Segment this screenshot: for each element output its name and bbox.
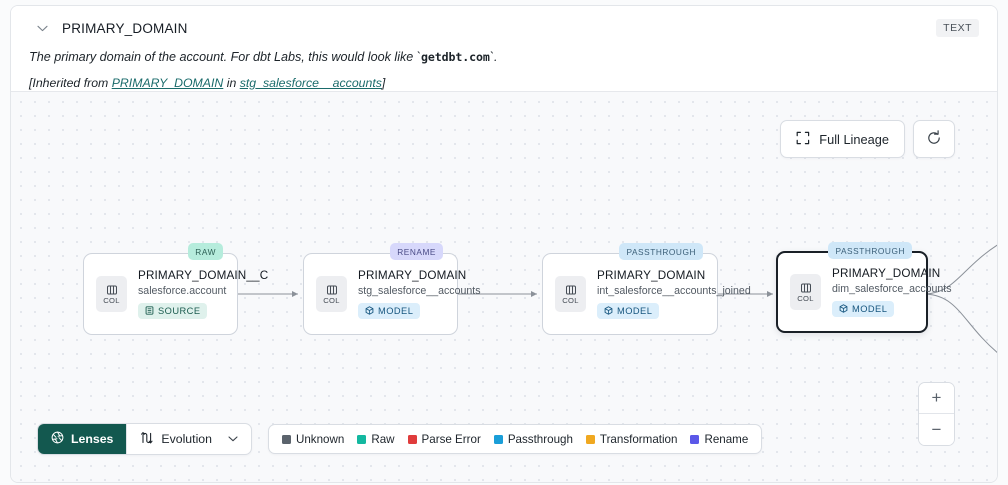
column-description: The primary domain of the account. For d… — [29, 50, 979, 66]
lineage-canvas[interactable]: Full Lineage RAW — [11, 92, 997, 482]
refresh-button[interactable] — [913, 120, 955, 158]
column-icon: COL — [96, 276, 127, 312]
aperture-icon — [51, 431, 64, 447]
segment-divider — [126, 424, 128, 454]
column-icon: COL — [555, 276, 586, 312]
column-icon: COL — [790, 274, 821, 310]
node-tag: PASSTHROUGH — [619, 243, 703, 260]
legend-swatch — [690, 434, 700, 444]
inherited-prefix: [Inherited from — [29, 75, 112, 90]
legend-swatch — [493, 434, 503, 444]
evolution-dropdown[interactable]: Evolution — [127, 424, 251, 454]
model-cube-icon — [839, 303, 848, 315]
node-type-badge: SOURCE — [138, 303, 208, 319]
chevron-down-icon — [228, 436, 238, 442]
lineage-node-selected[interactable]: PASSTHROUGH COL PRIMARY_DOMAIN dim_sales… — [776, 242, 952, 333]
legend-swatch — [585, 434, 595, 444]
legend-label: Passthrough — [507, 432, 573, 446]
legend-label: Parse Error — [421, 432, 481, 446]
node-type-badge-label: MODEL — [378, 306, 414, 316]
zoom-controls: + − — [918, 382, 955, 446]
column-icon-label: COL — [797, 293, 814, 303]
chevron-down-icon[interactable] — [34, 20, 50, 36]
column-icon-label: COL — [103, 295, 120, 305]
column-header: PRIMARY_DOMAIN TEXT The primary domain o… — [11, 6, 997, 92]
legend-label: Unknown — [295, 432, 345, 446]
node-type-badge-label: SOURCE — [158, 306, 201, 316]
column-icon: COL — [316, 276, 347, 312]
legend-label: Raw — [371, 432, 395, 446]
inherited-column-link[interactable]: PRIMARY_DOMAIN — [111, 75, 224, 90]
legend-item: Transformation — [585, 432, 678, 446]
inherited-suffix: ] — [381, 75, 386, 90]
node-type-badge: MODEL — [597, 303, 660, 319]
column-detail-card: PRIMARY_DOMAIN TEXT The primary domain o… — [10, 5, 998, 483]
lenses-evolution-group: Lenses Evolution — [37, 423, 252, 455]
legend-swatch — [357, 434, 367, 444]
column-icon-label: COL — [562, 295, 579, 305]
full-lineage-label: Full Lineage — [819, 131, 889, 147]
zoom-out-button[interactable]: − — [919, 414, 954, 445]
node-type-badge: MODEL — [832, 301, 895, 317]
expand-icon — [796, 131, 810, 148]
node-tag: PASSTHROUGH — [828, 242, 912, 259]
full-lineage-button[interactable]: Full Lineage — [780, 120, 905, 158]
lineage-legend: Unknown Raw Parse Error Passthrough — [267, 424, 763, 454]
canvas-bottom-bar: Lenses Evolution — [37, 423, 763, 455]
legend-item: Parse Error — [407, 432, 481, 446]
legend-label: Transformation — [599, 432, 678, 446]
source-table-icon — [145, 305, 154, 317]
zoom-in-button[interactable]: + — [919, 383, 954, 414]
inherited-middle: in — [223, 75, 240, 90]
description-code: getdbt.com — [421, 50, 490, 64]
column-icon-label: COL — [323, 295, 340, 305]
node-title: PRIMARY_DOMAIN — [358, 269, 467, 282]
lenses-label: Lenses — [71, 432, 114, 446]
legend-swatch — [281, 434, 291, 444]
node-subtitle: int_salesforce__accounts_joined — [597, 285, 751, 297]
node-tag: RENAME — [390, 243, 443, 260]
model-cube-icon — [604, 305, 613, 317]
node-subtitle: salesforce.account — [138, 285, 227, 297]
node-tag: RAW — [188, 243, 223, 260]
node-type-badge: MODEL — [358, 303, 421, 319]
legend-item: Passthrough — [493, 432, 573, 446]
legend-label: Rename — [704, 432, 749, 446]
node-title: PRIMARY_DOMAIN — [832, 267, 941, 280]
node-subtitle: dim_salesforce_accounts — [832, 283, 952, 295]
refresh-icon — [926, 129, 942, 149]
model-cube-icon — [365, 305, 374, 317]
evolution-label: Evolution — [161, 432, 212, 446]
description-suffix: `. — [489, 50, 498, 64]
page-title: PRIMARY_DOMAIN — [62, 20, 188, 36]
evolution-icon — [140, 431, 154, 448]
node-type-badge-label: MODEL — [852, 304, 888, 314]
column-type-badge: TEXT — [936, 19, 979, 37]
description-prefix: The primary domain of the account. For d… — [29, 50, 421, 64]
legend-item: Unknown — [281, 432, 345, 446]
legend-swatch — [407, 434, 417, 444]
inherited-model-link[interactable]: stg_salesforce__accounts — [239, 75, 382, 90]
node-title: PRIMARY_DOMAIN — [597, 269, 706, 282]
legend-item: Rename — [690, 433, 748, 446]
lineage-node[interactable]: RENAME COL PRIMARY_DOMAIN stg_salesforce… — [303, 243, 481, 335]
node-subtitle: stg_salesforce__accounts — [358, 285, 481, 297]
node-title: PRIMARY_DOMAIN__C — [138, 269, 269, 282]
node-type-badge-label: MODEL — [617, 306, 653, 316]
lenses-button[interactable]: Lenses — [38, 424, 127, 454]
canvas-toolbar: Full Lineage — [780, 120, 955, 158]
legend-item: Raw — [357, 432, 395, 446]
lineage-node[interactable]: PASSTHROUGH COL PRIMARY_DOMAIN int_sales… — [542, 243, 751, 335]
inherited-from-line: [Inherited from PRIMARY_DOMAIN in stg_sa… — [29, 76, 979, 90]
lineage-node[interactable]: RAW COL PRIMARY_DOMAIN__C salesforce.acc… — [83, 243, 268, 335]
